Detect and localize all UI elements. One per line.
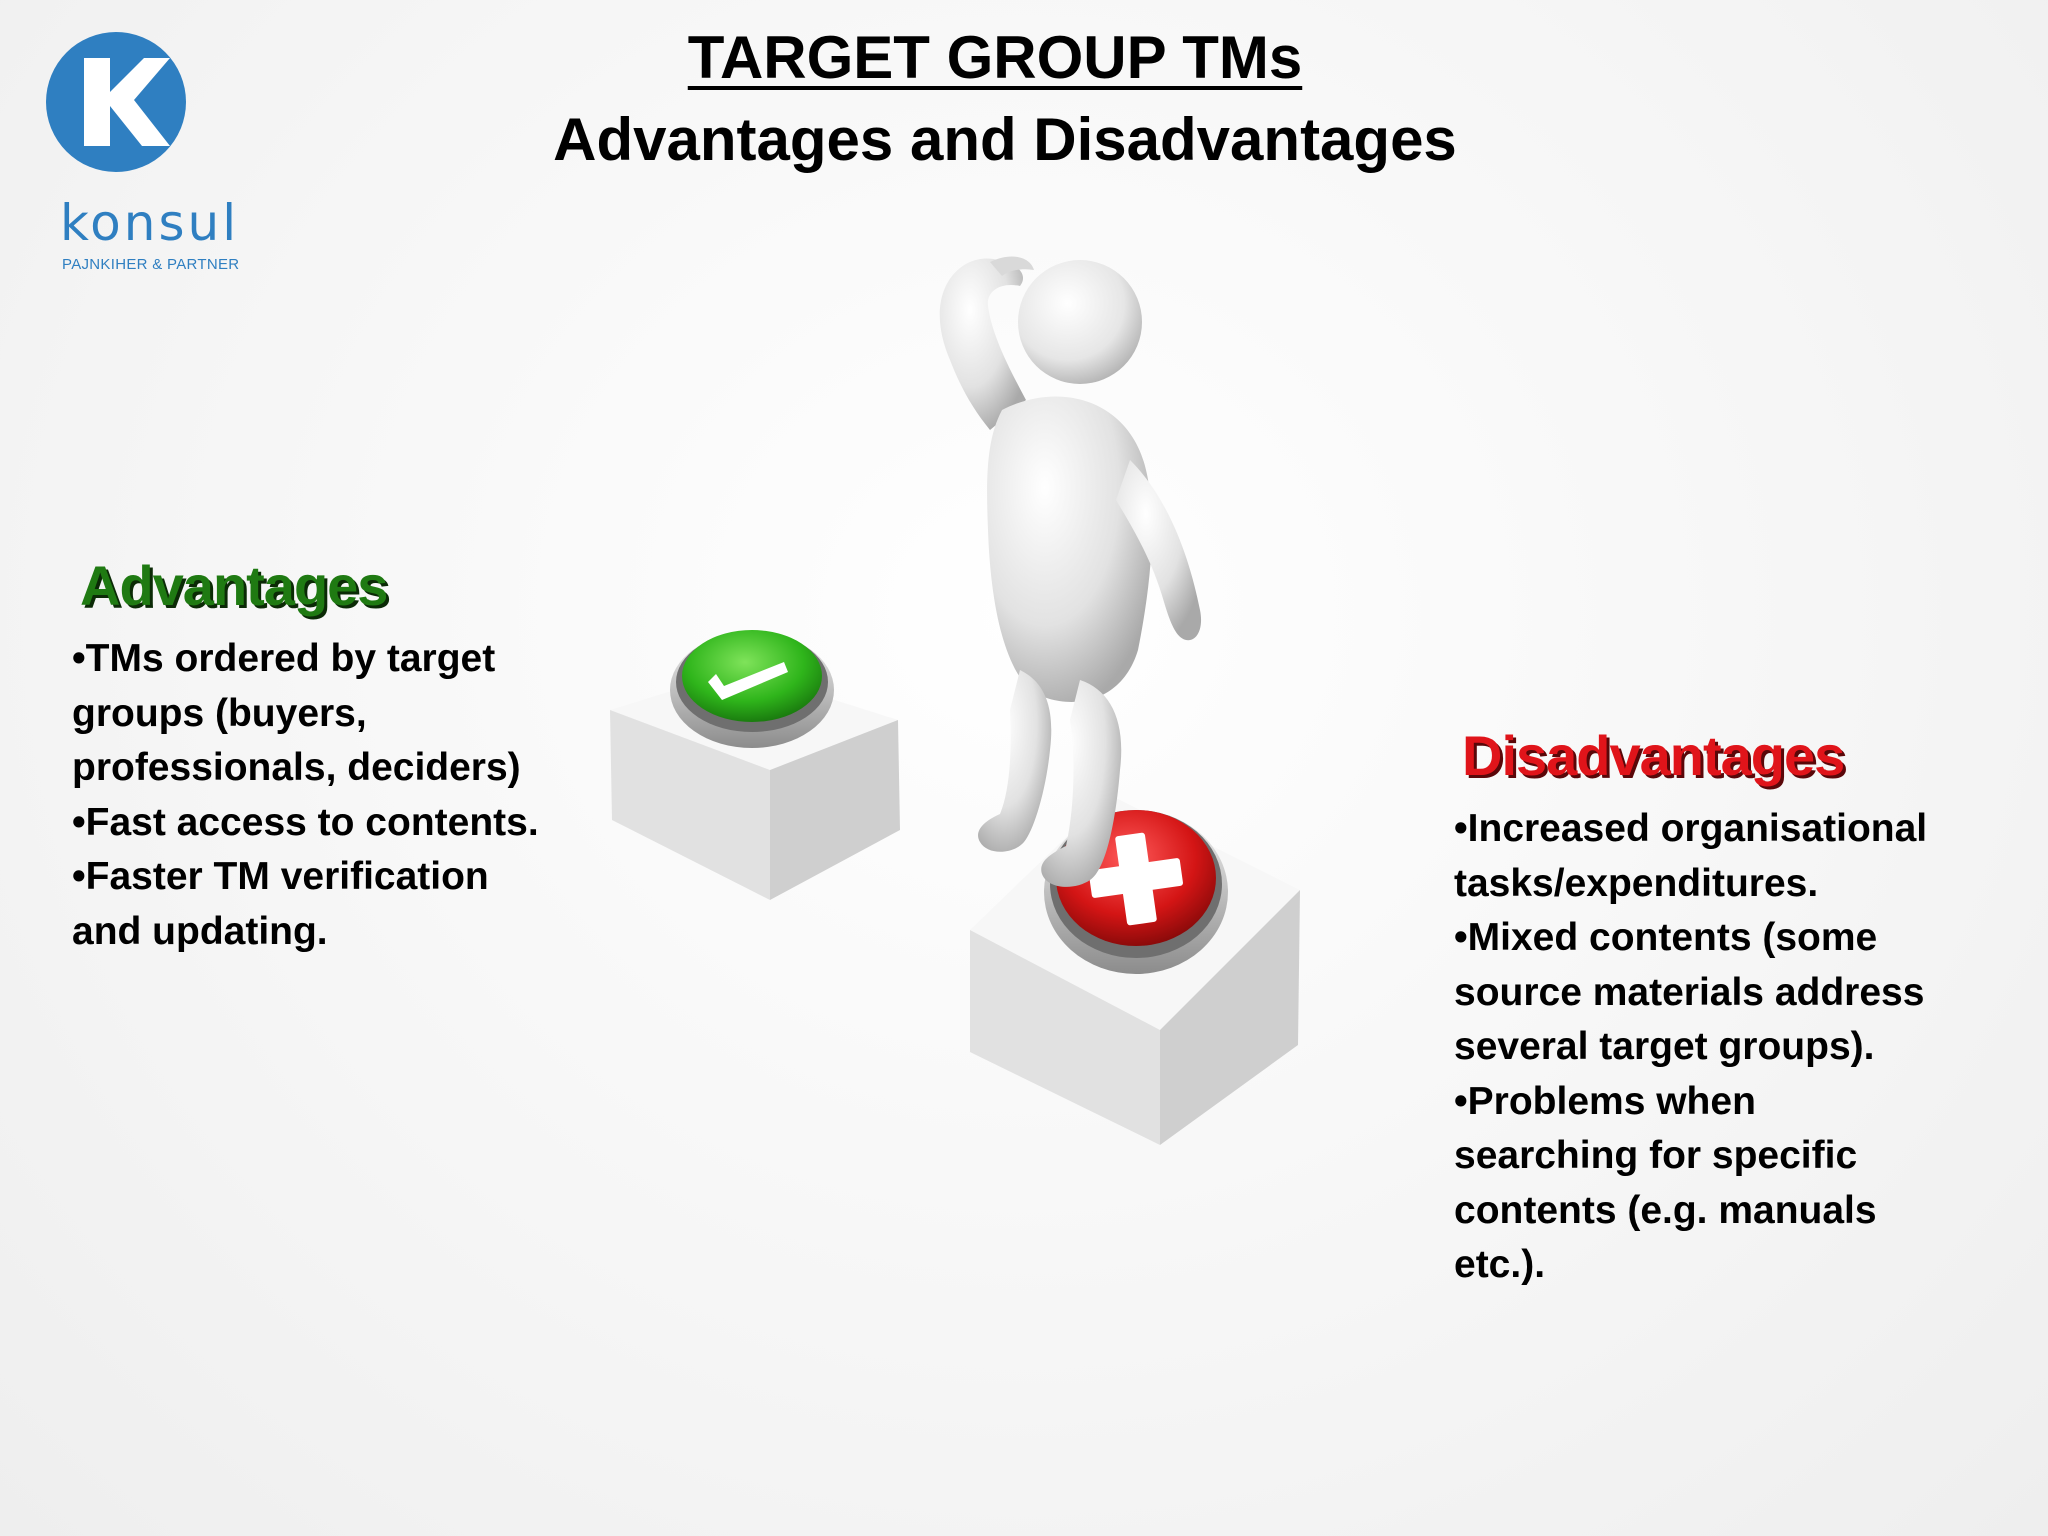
logo-name: konsul (60, 194, 240, 252)
bullet: • (1454, 1079, 1468, 1123)
disadvantage-button-cube (970, 795, 1300, 1145)
thinking-person-icon (939, 256, 1202, 887)
list-item: •Fast access to contents. (72, 796, 542, 851)
list-item: •Problems when searching for specific co… (1454, 1075, 1934, 1293)
list-item: •Increased organisational tasks/expendit… (1454, 802, 1934, 911)
advantages-heading: Advantages (80, 554, 388, 617)
page-subtitle: Advantages and Disadvantages (553, 106, 1457, 173)
list-item: •Mixed contents (some source materials a… (1454, 911, 1934, 1075)
logo-k-icon (46, 32, 186, 172)
logo-subtitle: PAJNKIHER & PARTNER (62, 256, 240, 273)
disadvantage-text: Mixed contents (some source materials ad… (1454, 916, 1925, 1068)
advantage-text: Fast access to contents. (85, 800, 539, 844)
list-item: •TMs ordered by target groups (buyers, p… (72, 632, 542, 796)
plus-cross-icon (1088, 832, 1183, 926)
checkmark-icon (708, 662, 788, 700)
page-title: TARGET GROUP TMs (687, 24, 1303, 91)
bullet: • (72, 800, 86, 844)
list-item: •Faster TM verification and updating. (72, 850, 542, 959)
disadvantage-text: Problems when searching for specific con… (1454, 1079, 1877, 1287)
thinking-person-illustration (610, 256, 1300, 1145)
disadvantage-text: Increased organisational tasks/expenditu… (1454, 807, 1928, 905)
advantage-button-cube (610, 630, 900, 900)
bullet: • (1454, 807, 1468, 850)
bullet: • (72, 855, 86, 898)
bullet: • (72, 637, 86, 680)
advantage-text: TMs ordered by target groups (buyers, pr… (72, 637, 521, 789)
advantage-text: Faster TM verification and updating. (72, 855, 489, 953)
company-logo: konsul PAJNKIHER & PARTNER (28, 30, 239, 273)
advantages-list: •TMs ordered by target groups (buyers, p… (72, 632, 542, 959)
disadvantages-heading: Disadvantages (1462, 724, 1845, 787)
bullet: • (1454, 916, 1468, 959)
disadvantages-list: •Increased organisational tasks/expendit… (1454, 802, 1934, 1293)
